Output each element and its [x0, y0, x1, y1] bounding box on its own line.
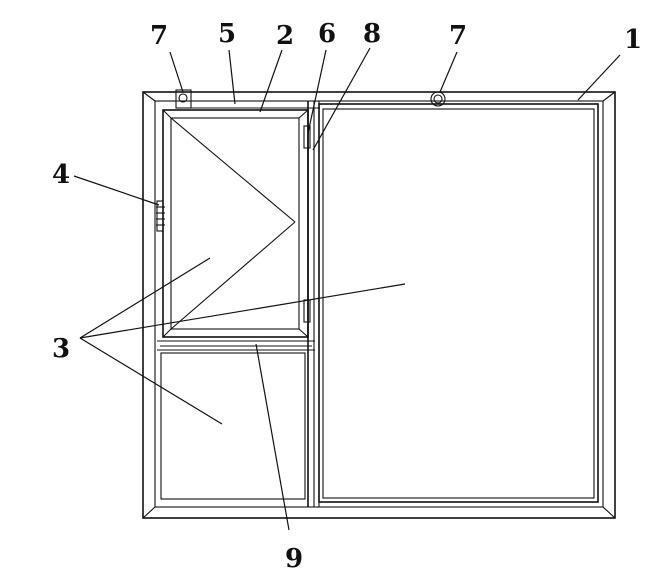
label-9: 9: [285, 544, 303, 574]
label-2: 2: [276, 21, 294, 51]
handle: [156, 200, 165, 232]
lower-left-pane: [160, 352, 306, 500]
label-7-right: 7: [449, 21, 467, 51]
label-7-left: 7: [150, 21, 168, 51]
leader-lines: [73, 47, 621, 531]
hinges: [303, 125, 311, 323]
label-3: 3: [52, 334, 70, 364]
label-5: 5: [218, 19, 236, 49]
sash-frame: [162, 109, 309, 338]
transom: [157, 340, 315, 351]
label-8: 8: [363, 19, 381, 49]
sensor-top: [430, 91, 446, 107]
sensor-left: [175, 89, 192, 109]
label-6: 6: [318, 19, 336, 49]
right-pane: [318, 103, 599, 503]
outer-frame: [142, 91, 616, 519]
label-4: 4: [52, 160, 70, 190]
label-1: 1: [624, 25, 642, 55]
